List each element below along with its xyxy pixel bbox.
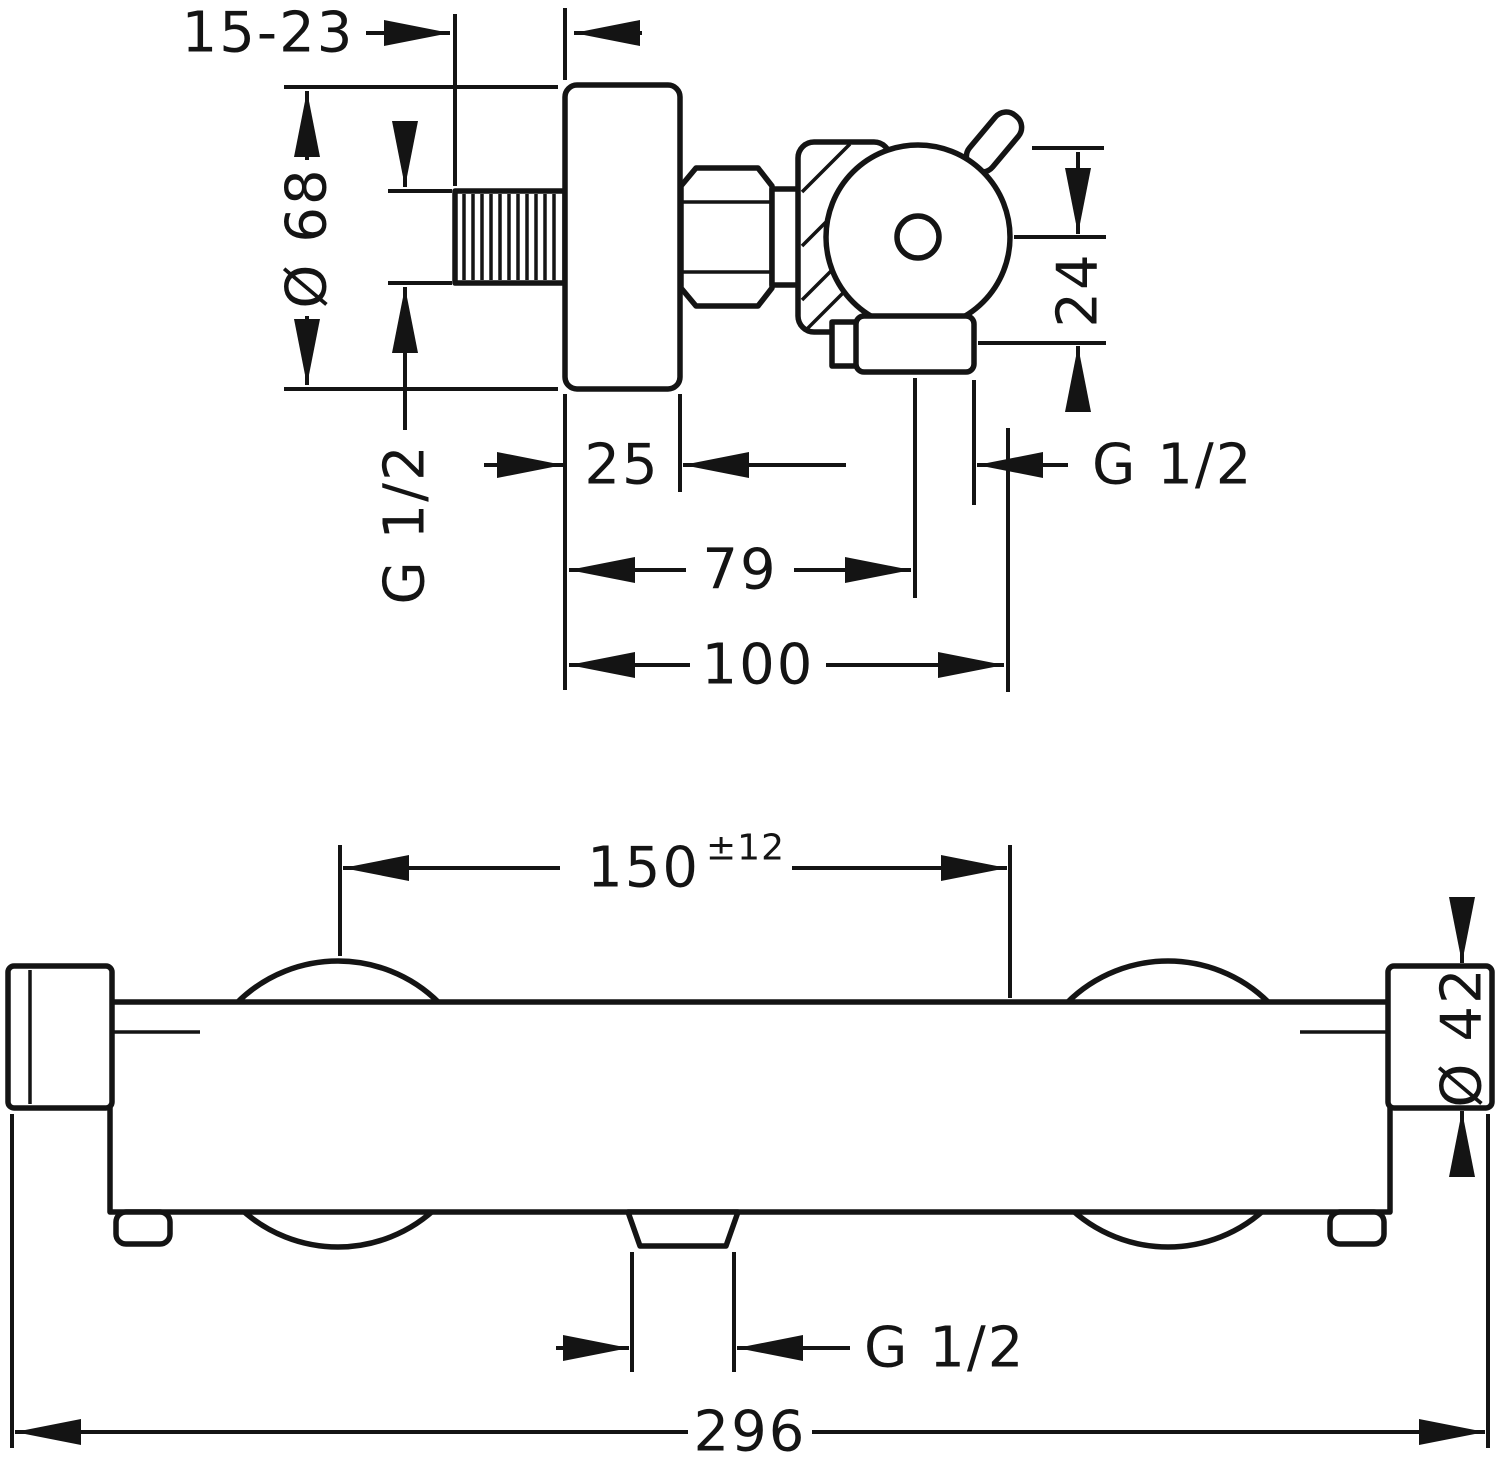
dim-total-projection: 100 <box>569 428 1010 698</box>
depth-to-axis-label: 79 <box>702 538 777 603</box>
right-grip-tab <box>1327 1209 1387 1247</box>
connection-distance-label: 150 <box>587 836 700 901</box>
shower-outlet-side <box>829 313 977 375</box>
dim-inlet-thread: G 1/2 <box>373 121 452 605</box>
wall-thread-pipe <box>452 188 568 286</box>
dim-outlet-thread-front: G 1/2 <box>556 1252 1025 1381</box>
total-projection-label: 100 <box>702 633 815 698</box>
dim-escutcheon-depth: 25 <box>484 394 846 690</box>
right-handle-cap <box>1385 963 1495 1111</box>
dim-depth-to-axis: 79 <box>569 378 917 603</box>
dim-connection-distance: 150 ±12 <box>338 828 1012 998</box>
dim-escutcheon-diameter: Ø 68 <box>275 85 558 391</box>
front-view-dimensions: 150 ±12 Ø 42 G 1/2 296 <box>10 828 1495 1465</box>
dim-wall-depth: 15-23 <box>182 1 642 186</box>
union-nut <box>678 165 775 309</box>
escutcheon-diameter-label: Ø 68 <box>275 167 340 308</box>
dim-outlet-offset: 24 <box>978 146 1111 412</box>
handle-hub <box>894 213 942 261</box>
side-view: 15-23 Ø 68 G 1/2 <box>182 1 1253 698</box>
outlet-thread-label: G 1/2 <box>1092 433 1253 498</box>
connection-tolerance-label: ±12 <box>706 828 785 869</box>
wall-depth-label: 15-23 <box>182 1 355 66</box>
left-grip-tab <box>113 1209 173 1247</box>
front-outlet-thread-label: G 1/2 <box>864 1316 1025 1381</box>
wall-escutcheon <box>562 82 683 392</box>
shower-outlet-front <box>625 1209 741 1249</box>
outlet-offset-label: 24 <box>1046 252 1111 327</box>
side-view-shapes <box>452 82 1025 392</box>
mixer-bar-body <box>107 999 1393 1215</box>
dim-outlet-thread-side: G 1/2 <box>972 380 1253 505</box>
dim-body-diameter: Ø 42 <box>1430 897 1495 1177</box>
front-view-shapes <box>5 958 1495 1250</box>
body-diameter-label: Ø 42 <box>1430 966 1495 1107</box>
thread-hatching <box>462 194 556 280</box>
outlet-housing <box>853 313 977 375</box>
overall-width-label: 296 <box>694 1400 807 1465</box>
dim-overall-width: 296 <box>10 1114 1490 1465</box>
escutcheon-depth-label: 25 <box>584 433 659 498</box>
left-handle-cap <box>5 963 115 1111</box>
inlet-thread-label: G 1/2 <box>373 443 438 604</box>
front-view: 150 ±12 Ø 42 G 1/2 296 <box>5 828 1495 1465</box>
side-view-dimensions: 15-23 Ø 68 G 1/2 <box>182 1 1253 698</box>
